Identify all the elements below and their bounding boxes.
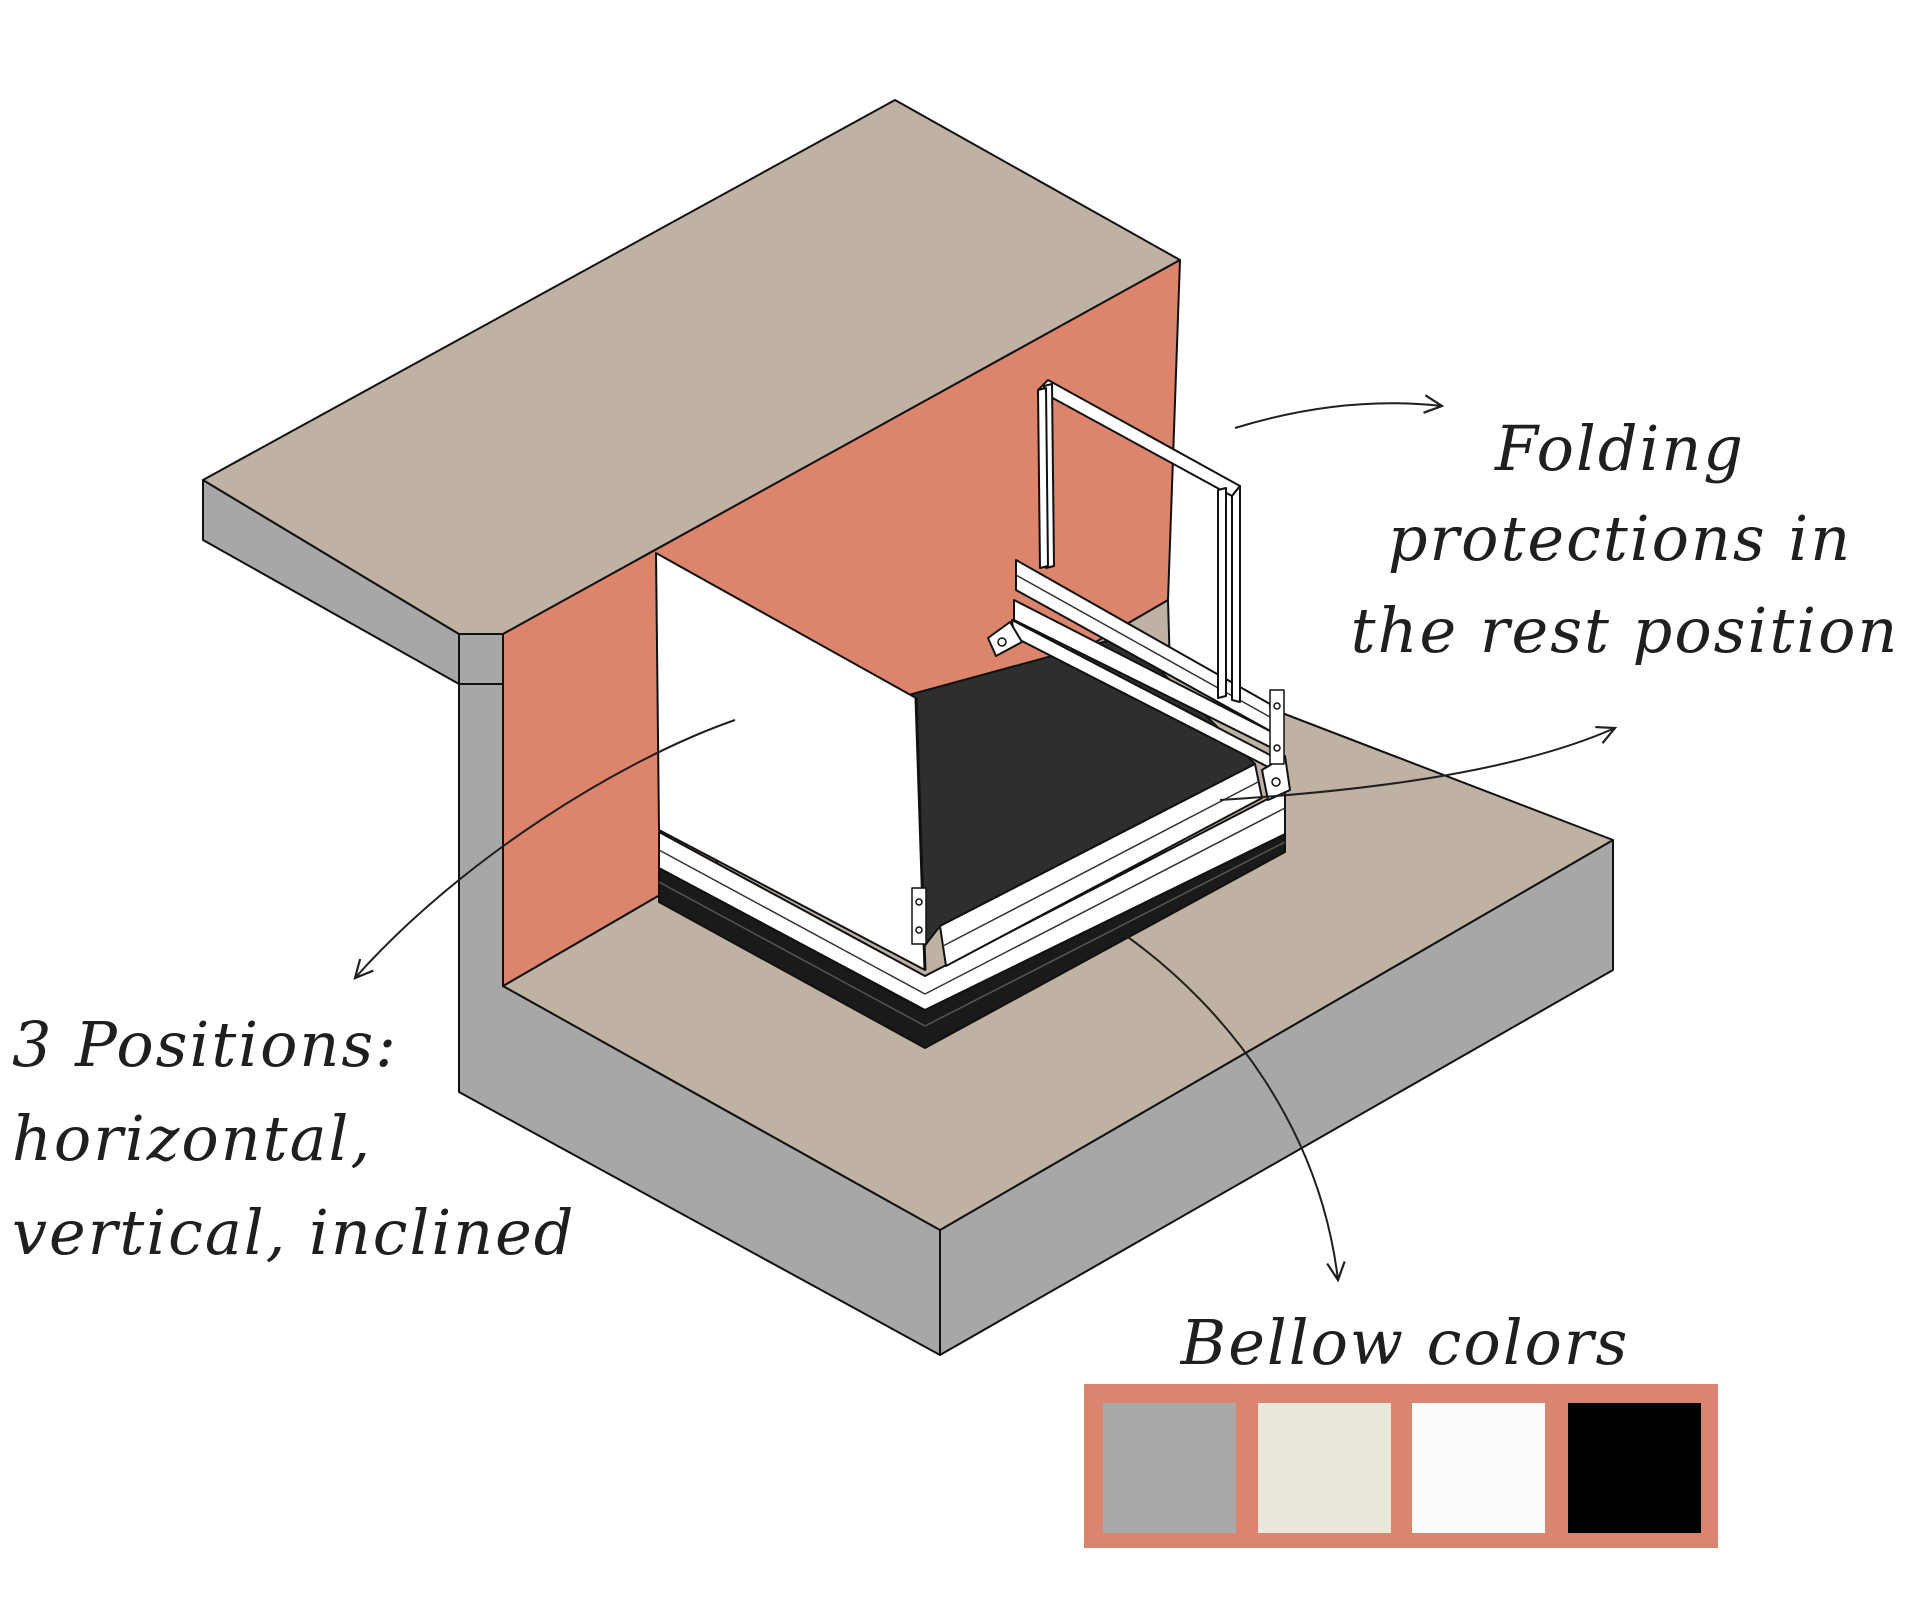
arrow-positions: [355, 719, 736, 978]
swatch-grey: [1103, 1403, 1236, 1533]
folded-barrier: [987, 559, 1291, 801]
swatch-beige: [1258, 1403, 1391, 1533]
platform-lift: [655, 379, 1291, 1049]
positions-line-1: 3 Positions:: [12, 1008, 398, 1081]
bellow-color-swatches: [1084, 1384, 1718, 1548]
arrow-folding-handrail: [1234, 403, 1442, 429]
folding-line-3: the rest position: [1351, 594, 1900, 667]
swatch-white: [1412, 1403, 1545, 1533]
arrow-bellow: [1124, 934, 1338, 1280]
annotation-arrows: [355, 403, 1615, 1280]
upper-step-face: [458, 633, 504, 685]
positions-line-3: vertical, inclined: [12, 1196, 575, 1269]
folding-line-2: protections in: [1388, 502, 1852, 575]
swatch-black: [1568, 1403, 1701, 1533]
handrail: [1037, 379, 1241, 703]
base-frame: [658, 789, 1286, 1011]
folding-line-1: Folding: [1494, 412, 1745, 485]
arrow-folding-barrier: [1219, 728, 1615, 801]
positions-annotation: 3 Positions: horizontal, vertical, incli…: [12, 1008, 575, 1269]
positions-line-2: horizontal,: [12, 1102, 372, 1175]
folding-annotation: Folding protections in the rest position: [1351, 412, 1900, 667]
bellow-colors-title: Bellow colors: [1180, 1306, 1630, 1379]
